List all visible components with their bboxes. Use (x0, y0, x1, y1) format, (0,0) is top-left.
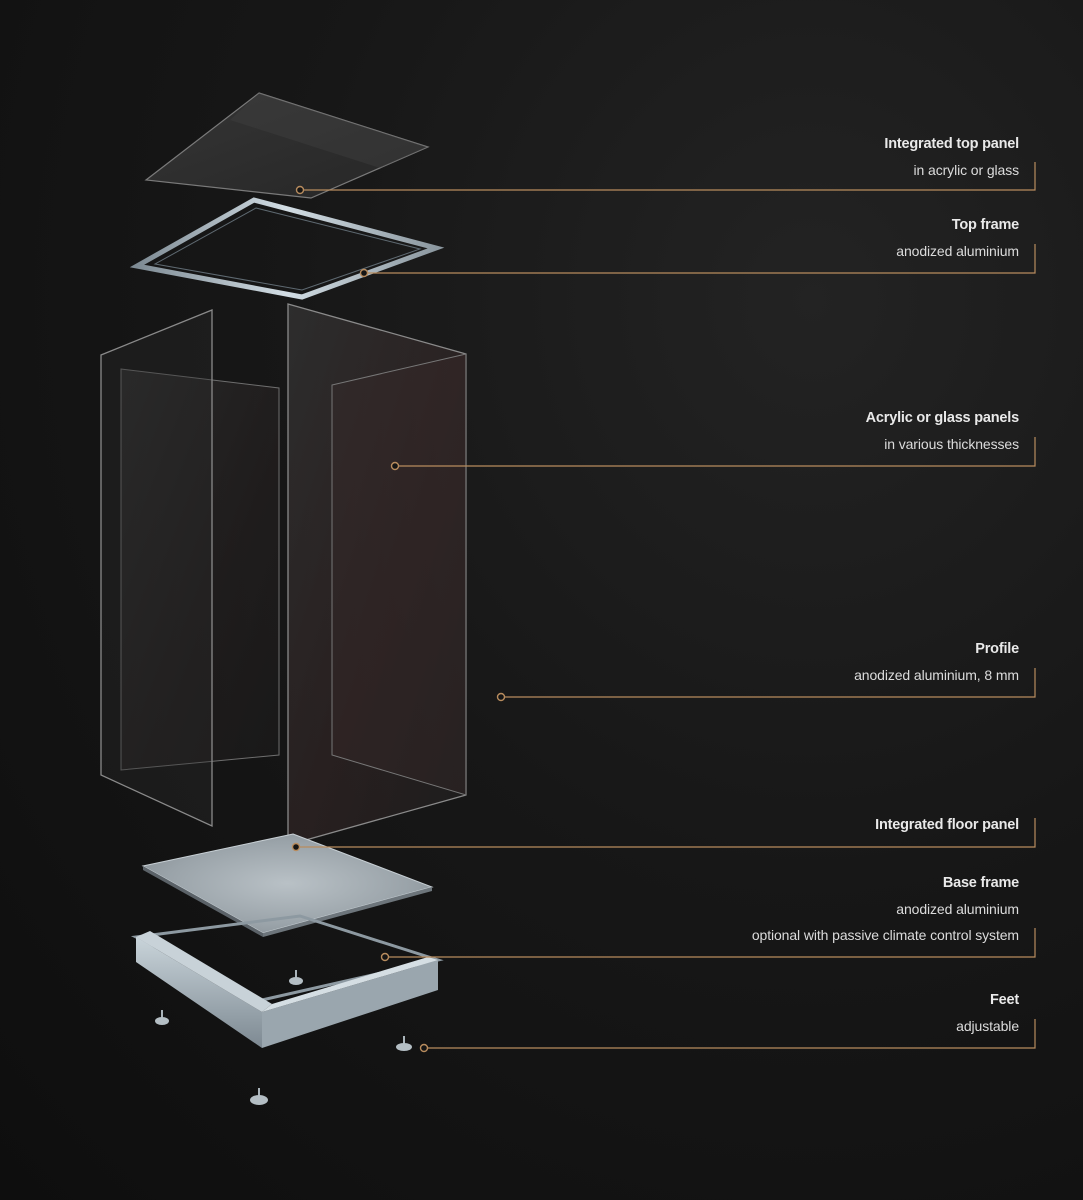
leader-glass-panels-dot (390, 461, 400, 471)
label-title: Acrylic or glass panels (865, 410, 1020, 426)
label-profile: Profile anodized aluminium, 8 mm (854, 636, 1019, 688)
leader-feet-dot (419, 1043, 429, 1053)
leader-profile-dot (496, 692, 506, 702)
leader-top-panel-dot (295, 185, 305, 195)
label-title: Integrated top panel (884, 136, 1019, 152)
leader-base-frame-dot (380, 952, 390, 962)
base-frame-left-face (136, 937, 262, 1048)
top-frame (129, 197, 445, 300)
label-title: Profile (975, 641, 1019, 657)
label-line: anodized aluminium (896, 243, 1019, 259)
label-title: Base frame (942, 875, 1019, 891)
label-title: Integrated floor panel (875, 817, 1019, 833)
floor-panel-edge-right (263, 887, 432, 937)
inner-panel-right (331, 353, 467, 796)
label-feet: Feet adjustable (956, 987, 1019, 1039)
base-frame-top-left (136, 931, 272, 1012)
leader-top-panel (300, 162, 1036, 191)
label-top-panel: Integrated top panel in acrylic or glass (884, 131, 1019, 183)
leader-profile (501, 668, 1036, 698)
leader-glass-panels (395, 437, 1036, 467)
leader-base-frame (385, 928, 1036, 958)
leader-lines (291, 162, 1036, 1053)
glass-panel-left (100, 309, 213, 828)
inner-panel-left (120, 368, 280, 771)
foot-4 (250, 1088, 268, 1105)
top-panel (144, 92, 430, 199)
label-line: in various thicknesses (884, 436, 1019, 452)
leader-feet (424, 1019, 1036, 1049)
label-top-frame: Top frame anodized aluminium (896, 212, 1019, 264)
foot-2 (289, 970, 303, 985)
base-frame-right-face (262, 960, 438, 1048)
top-frame-inner (153, 207, 422, 291)
floor-panel-edge (143, 866, 263, 937)
leader-top-frame (364, 244, 1036, 274)
label-line: in acrylic or glass (913, 162, 1020, 178)
base-frame-top-right (262, 957, 438, 1012)
top-panel-sheen (230, 93, 428, 168)
label-base-frame: Base frame anodized aluminium optional w… (752, 870, 1019, 948)
label-line: anodized aluminium (896, 901, 1019, 917)
leader-floor-panel (296, 818, 1036, 848)
label-floor-panel: Integrated floor panel (875, 812, 1019, 838)
label-title: Feet (989, 992, 1019, 1008)
label-title: Top frame (951, 217, 1019, 233)
foot-3 (396, 1036, 412, 1051)
foot-1 (155, 1010, 169, 1025)
leader-floor-panel-dot (291, 842, 301, 852)
leader-top-frame-dot (359, 268, 369, 278)
label-line: optional with passive climate control sy… (751, 927, 1019, 943)
label-glass-panels: Acrylic or glass panels in various thick… (865, 405, 1020, 457)
label-line: anodized aluminium, 8 mm (854, 667, 1019, 683)
label-line: adjustable (956, 1018, 1019, 1034)
